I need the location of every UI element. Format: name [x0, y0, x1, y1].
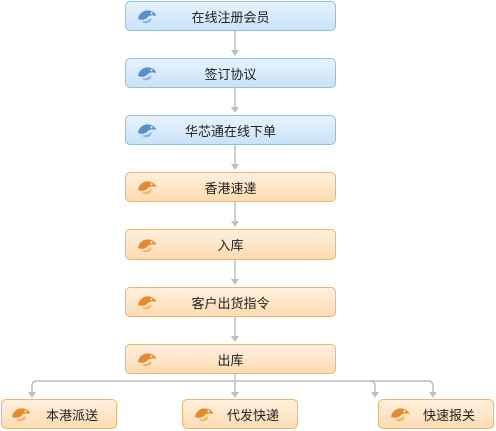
orange-bird-icon	[136, 293, 158, 311]
step-register: 在线注册会员	[125, 1, 336, 31]
step-label: 出库	[217, 353, 244, 369]
step-place-order: 华芯通在线下单	[125, 115, 336, 145]
arrow-6	[231, 336, 239, 342]
arrow-4	[231, 221, 239, 227]
branch-line-mid-right	[369, 380, 376, 392]
step-outbound: 出库	[125, 344, 336, 374]
step-shipping-instruction: 客户出货指令	[125, 287, 336, 317]
arrow-1	[231, 50, 239, 56]
branch-label: 本港派送	[45, 408, 98, 424]
arrow-3	[231, 164, 239, 170]
step-label: 客户出货指令	[191, 296, 270, 312]
branch-label: 快速报关	[422, 408, 475, 424]
branch-local-delivery: 本港派送	[1, 399, 117, 429]
blue-bird-icon	[136, 121, 158, 139]
step-label: 华芯通在线下单	[184, 124, 276, 140]
arrow-branch-mid	[231, 392, 239, 398]
arrow-branch-right	[429, 392, 437, 398]
blue-bird-icon	[136, 64, 158, 82]
step-label: 在线注册会员	[191, 10, 270, 26]
orange-bird-icon	[193, 405, 215, 423]
arrow-5	[231, 279, 239, 285]
step-warehousing: 入库	[125, 229, 336, 260]
step-hk-express: 香港速達	[125, 172, 336, 202]
step-sign-agreement: 签订协议	[125, 58, 336, 88]
branch-customs: 快速报关	[378, 399, 494, 429]
arrow-branch-left	[28, 392, 36, 398]
orange-bird-icon	[136, 350, 158, 368]
orange-bird-icon	[136, 236, 158, 254]
arrow-branch-right-inner	[371, 392, 379, 398]
step-label: 香港速達	[204, 181, 257, 197]
step-label: 入库	[217, 239, 244, 254]
branch-courier: 代发快递	[182, 399, 298, 429]
orange-bird-icon	[389, 405, 411, 423]
step-label: 签订协议	[204, 67, 257, 83]
arrow-2	[231, 107, 239, 113]
branch-line	[31, 380, 434, 392]
branch-label: 代发快递	[226, 408, 279, 424]
orange-bird-icon	[136, 178, 158, 196]
orange-bird-icon	[10, 405, 32, 423]
blue-bird-icon	[136, 7, 158, 25]
